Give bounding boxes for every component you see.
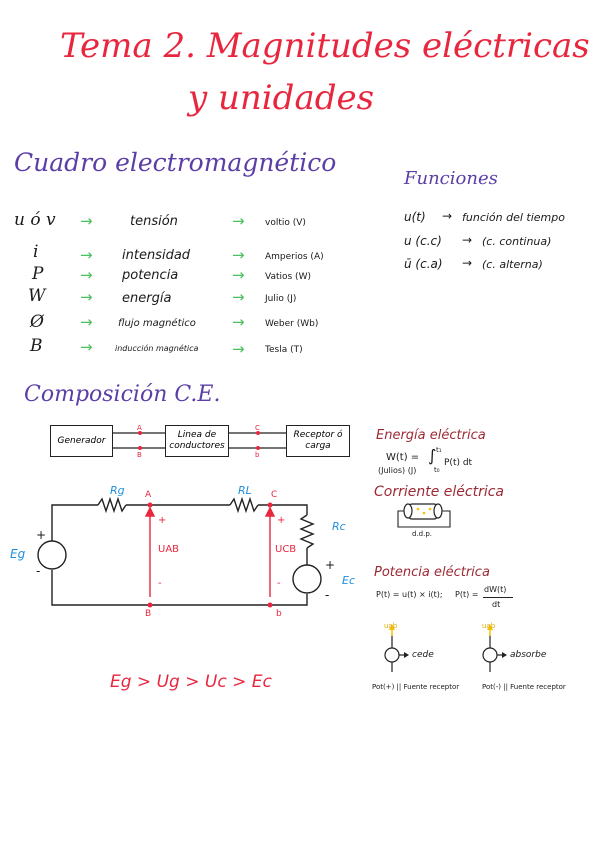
cuadro-name: flujo magnético	[118, 318, 196, 329]
point-b-label: B	[145, 609, 152, 619]
arrow-icon: →	[80, 313, 93, 331]
arrow-icon: →	[232, 266, 245, 284]
point-b-label: B	[137, 451, 142, 459]
point-a-label: A	[145, 490, 152, 500]
linea-block: Linea de conductores	[165, 425, 229, 457]
plus-sign: +	[158, 515, 167, 526]
funciones-heading: Funciones	[404, 168, 498, 189]
cuadro-unit: voltio (V)	[265, 218, 306, 228]
minus-sign: -	[36, 564, 41, 578]
arrow-icon: →	[232, 288, 245, 306]
funcion-expr: u(t)	[404, 210, 426, 224]
funcion-desc: (c. alterna)	[482, 258, 543, 271]
integral-bottom: t₀	[434, 466, 440, 474]
ddp-label: d.d.p.	[412, 530, 433, 538]
energia-formula-left: W(t) =	[386, 452, 420, 463]
cuadro-unit: Vatios (W)	[265, 272, 311, 282]
minus-sign: -	[158, 578, 162, 589]
rl-label: RL	[238, 484, 252, 497]
potencia-formula2-num: dW(t)	[484, 585, 507, 594]
integral-top: t₁	[436, 446, 442, 454]
funcion-desc: función del tiempo	[462, 211, 565, 224]
energia-heading: Energía eléctrica	[376, 428, 486, 443]
page-title: Tema 2. Magnitudes eléctricas	[60, 26, 590, 66]
note-right: Pot(-) || Fuente receptor	[482, 683, 566, 691]
arrow-icon: →	[80, 288, 93, 306]
corriente-heading: Corriente eléctrica	[374, 484, 505, 500]
cuadro-name: tensión	[130, 214, 178, 229]
cuadro-unit: Julio (J)	[265, 294, 297, 304]
funcion-expr: u (c.c)	[404, 234, 442, 248]
cuadro-heading: Cuadro electromagnético	[14, 148, 337, 177]
potencia-formula2-den: dt	[492, 600, 501, 609]
ec-label: Ec	[342, 574, 355, 587]
arrow-icon: →	[462, 233, 473, 247]
cuadro-symbol: P	[32, 264, 44, 284]
cuadro-symbol: u ó v	[14, 210, 56, 230]
cuadro-unit: Amperios (A)	[265, 252, 324, 262]
uab-label: UAB	[158, 544, 180, 555]
fraction-bar	[483, 597, 513, 598]
potencia-heading: Potencia eléctrica	[374, 565, 490, 580]
uab-label: uab	[384, 622, 398, 630]
ucb-label: UCB	[275, 544, 297, 555]
note-left: Pot(+) || Fuente receptor	[372, 683, 460, 691]
point-c-label: C	[271, 490, 278, 500]
point-b2-label: b	[255, 451, 260, 459]
absorbe-label: absorbe	[510, 650, 547, 660]
arrow-icon: →	[80, 266, 93, 284]
potencia-formula1: P(t) = u(t) × i(t);	[376, 590, 443, 599]
integral-sign: ∫	[428, 446, 437, 465]
cuadro-symbol: B	[30, 336, 43, 356]
receptor-block: Receptor ó carga	[286, 425, 350, 457]
energia-formula-body: P(t) dt	[444, 458, 473, 468]
arrow-icon: →	[80, 212, 93, 230]
energia-units: (Julios) (J)	[378, 466, 417, 475]
composicion-heading: Composición C.E.	[24, 382, 221, 407]
funcion-expr: ū (c.a)	[404, 257, 443, 271]
page-subtitle: y unidades	[188, 78, 375, 118]
cuadro-unit: Tesla (T)	[265, 345, 303, 355]
point-b2-label: b	[276, 609, 282, 619]
cuadro-unit: Weber (Wb)	[265, 319, 319, 329]
cuadro-name: energía	[122, 291, 172, 306]
arrow-icon: →	[232, 340, 245, 358]
cuadro-symbol: W	[28, 286, 46, 306]
inequality: Eg > Ug > Uc > Ec	[110, 672, 272, 692]
arrow-icon: →	[232, 212, 245, 230]
point-c-label: C	[255, 424, 260, 432]
generador-block: Generador	[50, 425, 113, 457]
minus-sign: -	[325, 588, 330, 602]
eg-label: Eg	[10, 547, 26, 561]
potencia-formula2-lhs: P(t) =	[455, 590, 479, 599]
arrow-icon: →	[232, 313, 245, 331]
arrow-icon: →	[232, 246, 245, 264]
rc-label: Rc	[332, 520, 346, 533]
plus-sign: +	[277, 515, 286, 526]
arrow-icon: →	[80, 338, 93, 356]
cuadro-symbol: i	[33, 242, 39, 262]
plus-sign: +	[36, 528, 47, 542]
cuadro-symbol: Ø	[30, 312, 44, 332]
rg-label: Rg	[110, 484, 125, 497]
plus-sign: +	[325, 558, 336, 572]
point-a-label: A	[137, 424, 142, 432]
funcion-desc: (c. continua)	[482, 235, 552, 248]
cuadro-name: intensidad	[122, 248, 191, 263]
cede-label: cede	[412, 650, 434, 660]
cuadro-name: inducción magnética	[115, 344, 199, 353]
arrow-icon: →	[80, 246, 93, 264]
minus-sign: -	[277, 578, 281, 589]
uab-label: uab	[482, 622, 496, 630]
cuadro-name: potencia	[122, 268, 179, 283]
arrow-icon: →	[462, 256, 473, 270]
arrow-icon: →	[442, 209, 453, 223]
